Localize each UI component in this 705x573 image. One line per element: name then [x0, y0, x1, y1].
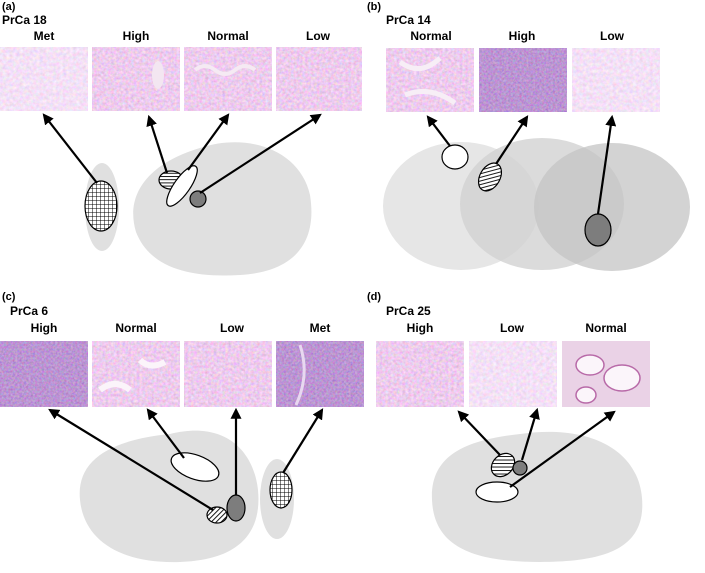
panel-b: (b) PrCa 14 Normal High Low	[367, 1, 690, 271]
grade-label: Normal	[115, 321, 156, 335]
histology-image	[572, 48, 660, 112]
lesion-normal	[170, 452, 220, 482]
histology-gland	[603, 364, 641, 392]
arrow	[596, 114, 617, 215]
lesion-normal	[166, 165, 198, 207]
histology-gland	[152, 61, 164, 89]
grade-label: Low	[500, 321, 525, 335]
histology-gland	[575, 386, 597, 404]
lesion-low	[512, 460, 528, 476]
prostate-shape	[133, 142, 312, 276]
panel-letter: (c)	[2, 291, 16, 303]
case-title: PrCa 14	[386, 13, 431, 27]
histology-image	[376, 341, 464, 407]
lesion-met	[269, 471, 293, 509]
case-title: PrCa 25	[386, 304, 431, 318]
arrow	[146, 114, 169, 174]
panel-letter: (a)	[2, 1, 16, 13]
grade-label: Low	[600, 29, 625, 43]
grade-label: Normal	[585, 321, 626, 335]
panel-letter: (d)	[367, 291, 381, 303]
lesion-low	[226, 494, 246, 522]
case-title: PrCa 18	[2, 13, 47, 27]
lesion-low	[189, 190, 207, 208]
histology-gland	[98, 357, 167, 393]
lesion-met	[84, 180, 118, 232]
arrow	[187, 113, 230, 171]
grade-label: Met	[310, 321, 331, 335]
grade-label: High	[407, 321, 434, 335]
grade-label: Low	[306, 29, 331, 43]
lesion-high	[206, 506, 228, 524]
grade-label: Low	[220, 321, 245, 335]
histology-image	[276, 47, 362, 111]
grade-label: Met	[34, 29, 55, 43]
panel-d: (d) PrCa 25 High Low Normal	[367, 291, 650, 562]
lesion-normal	[475, 481, 519, 503]
histology-image	[479, 48, 567, 112]
histology-image	[92, 47, 180, 111]
arrow	[426, 115, 451, 147]
arrow	[495, 115, 529, 165]
histology-image	[276, 341, 364, 407]
arrow	[48, 408, 214, 511]
lesion-high	[490, 452, 516, 478]
grade-label: Normal	[410, 29, 451, 43]
histology-image	[469, 341, 557, 407]
arrow	[146, 408, 185, 459]
arrow	[509, 410, 616, 488]
panel-letter: (b)	[367, 1, 381, 13]
arrow	[282, 408, 324, 474]
prostate-shape	[534, 143, 690, 271]
histology-image	[184, 341, 272, 407]
grade-label: High	[31, 321, 58, 335]
arrow	[457, 410, 501, 456]
arrow	[199, 113, 322, 194]
grade-label: High	[123, 29, 150, 43]
histology-image	[0, 341, 88, 407]
prostate-shape	[431, 431, 643, 562]
histology-image	[184, 47, 272, 111]
grade-label: High	[509, 29, 536, 43]
lesion-low	[584, 213, 612, 247]
case-title: PrCa 6	[10, 304, 48, 318]
histology-gland	[294, 344, 306, 406]
lesion-high	[477, 162, 503, 192]
histology-gland	[193, 64, 257, 76]
grade-label: Normal	[207, 29, 248, 43]
histology-image	[0, 47, 88, 111]
histology-gland	[398, 56, 457, 106]
arrow	[520, 407, 540, 461]
arrow	[42, 113, 98, 184]
lesion-normal	[441, 144, 469, 170]
histology-gland	[575, 354, 605, 376]
panel-c: (c) PrCa 6 High Normal Low Met	[0, 291, 364, 563]
histology-image	[386, 48, 474, 112]
panel-a: (a) PrCa 18 Met High Normal Low	[0, 1, 362, 276]
histology-image	[92, 341, 180, 407]
